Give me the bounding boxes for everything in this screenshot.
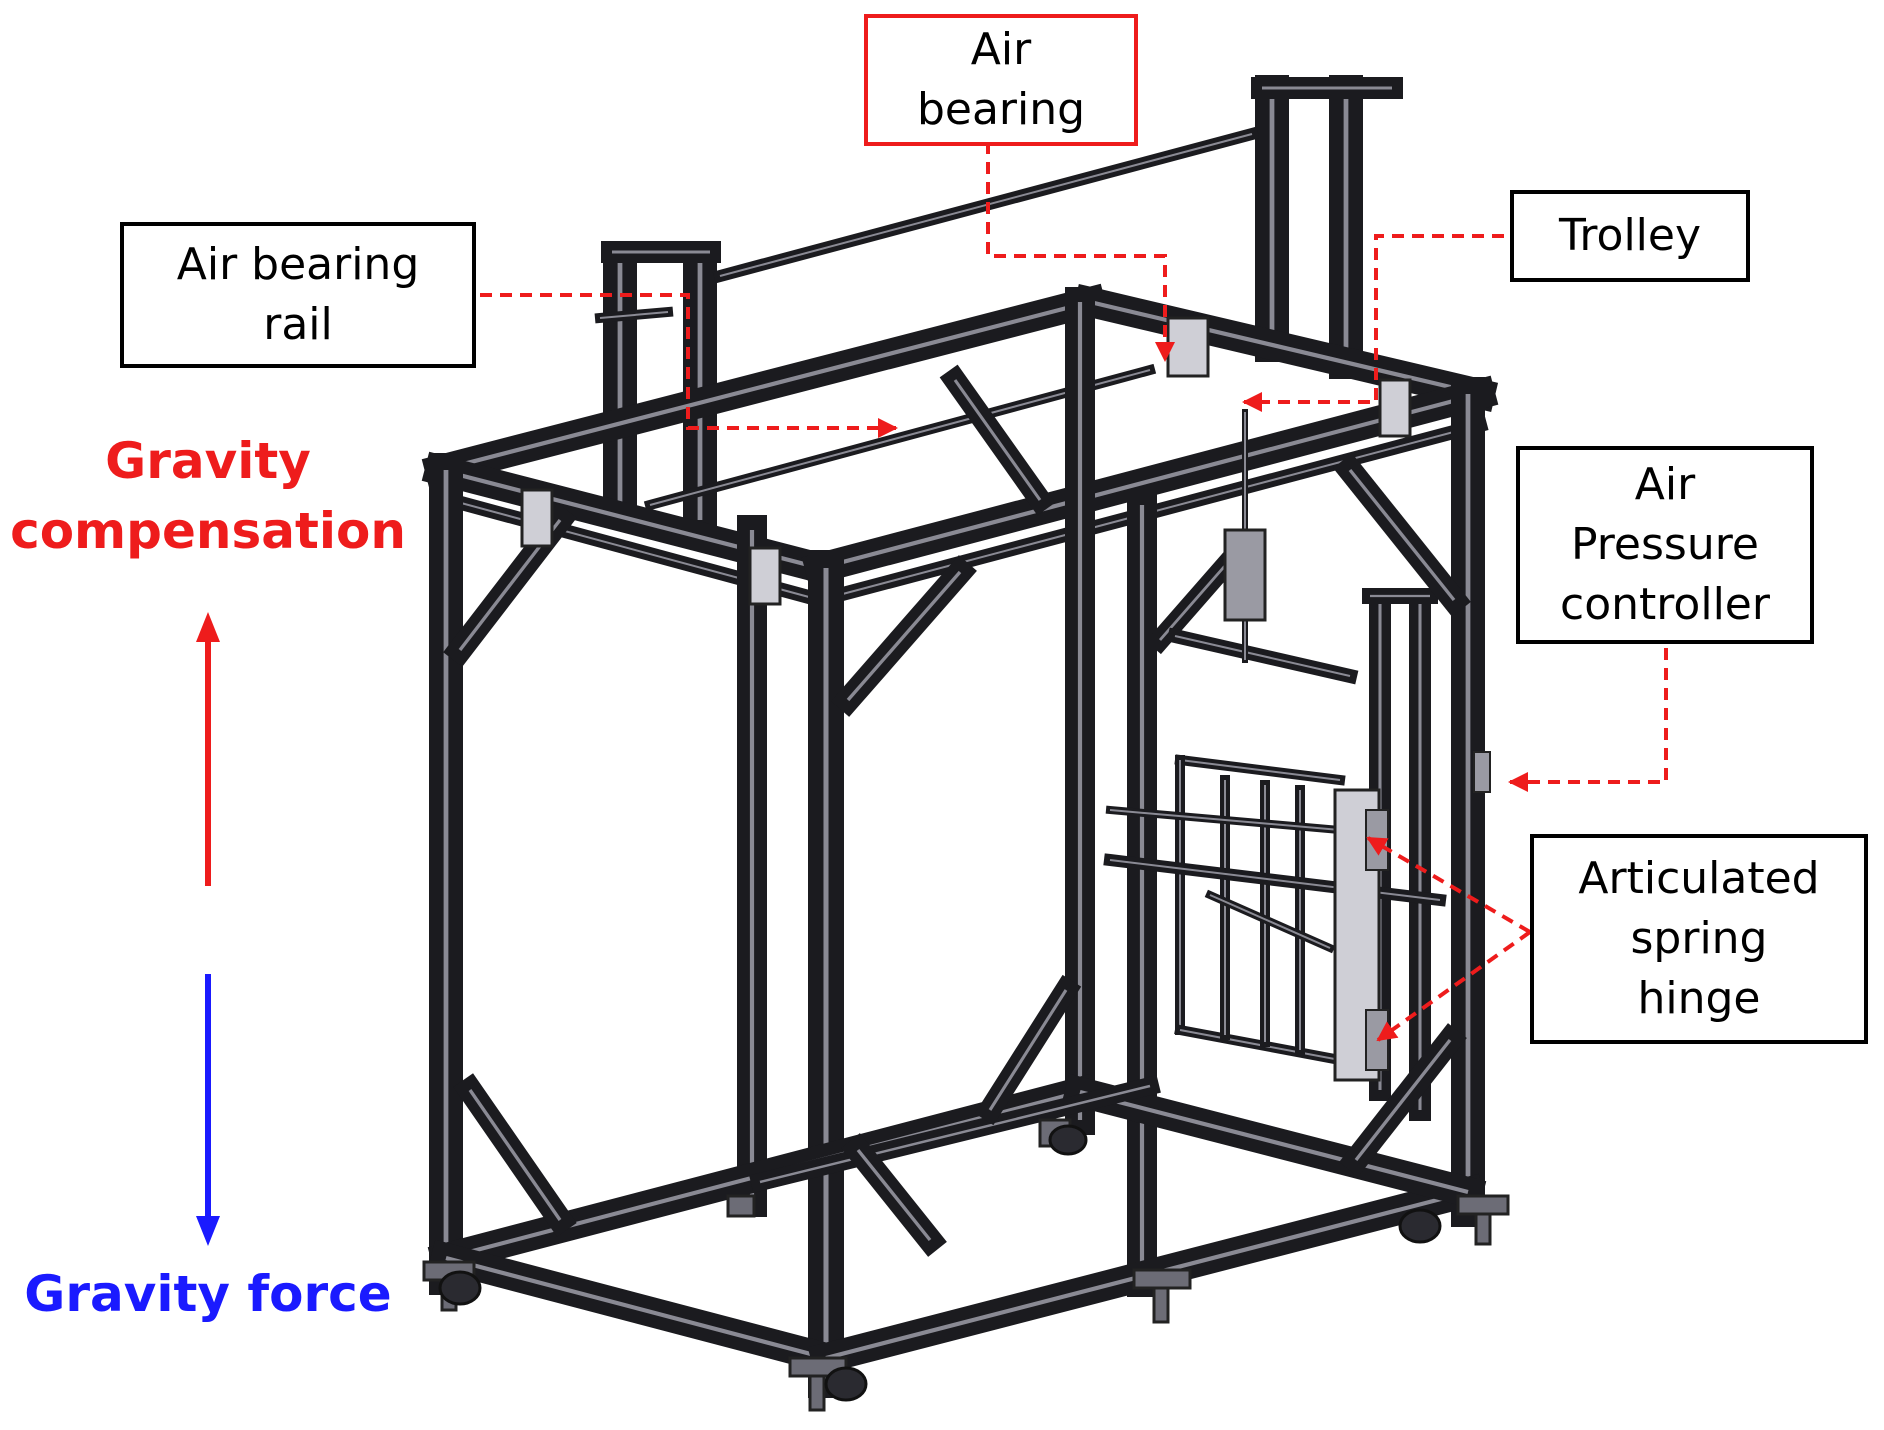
label-line: rail: [263, 299, 333, 350]
rail-stub-highlight: [599, 311, 669, 319]
bottom-frame-rail-right-highlight: [1079, 1089, 1469, 1195]
controller-valve: [1473, 751, 1491, 793]
trolley-callout: Trolley: [1510, 190, 1750, 282]
top-frame-rail-back-highlight: [439, 299, 1091, 473]
rail-bracket: [520, 488, 554, 548]
spring-hinge-bracket: [1365, 1009, 1389, 1071]
articulated-spring-hinge-leader-upper: [1366, 836, 1532, 934]
top-frame-rail-front-highlight: [819, 391, 1481, 571]
bottom-frame-rail-left-highlight: [445, 1255, 827, 1361]
gravity-compensation-label: Gravity compensation: [6, 426, 410, 566]
gravity-compensation-arrowhead: [196, 612, 220, 642]
label-line: Pressure: [1571, 519, 1759, 570]
spring-link-highlight: [1209, 894, 1331, 949]
gravity-force-arrowhead: [196, 1216, 220, 1246]
diagonal-brace-highlight: [856, 1148, 932, 1242]
air-bearing-block: [1166, 316, 1210, 378]
diagonal-brace-highlight: [1354, 1038, 1452, 1162]
trolley-leader: [1242, 234, 1504, 412]
force-arrows: [196, 612, 220, 1246]
label-line: bearing: [916, 84, 1086, 135]
label-line: Air: [1634, 459, 1696, 510]
air-bearing-leader: [986, 142, 1175, 362]
frame-details: [422, 316, 1510, 1412]
diagonal-brace-highlight: [953, 379, 1042, 501]
bottom-mid-rail-highlight: [759, 1084, 1151, 1184]
diagonal-brace-highlight: [1158, 559, 1232, 641]
label-line: Air: [970, 24, 1032, 75]
aluminum-frame-beams: [421, 75, 1499, 1398]
air-bearing-callout: Air bearing: [864, 14, 1138, 146]
spring-link-highlight: [1109, 809, 1341, 831]
leader-lines: [480, 142, 1668, 1042]
label-line: hinge: [1637, 973, 1761, 1024]
air-bearing-rail-callout: Air bearing rail: [120, 222, 476, 368]
caster-wheels: [438, 1124, 1442, 1402]
spring-link-highlight: [1109, 859, 1441, 901]
top-frame-rail-right-highlight: [1089, 299, 1481, 397]
hinge-frame-top-highlight: [1179, 759, 1341, 781]
label-line: controller: [1560, 579, 1770, 630]
articulated-spring-hinge-callout: Articulated spring hinge: [1530, 834, 1868, 1044]
label-line: compensation: [10, 502, 406, 560]
diagonal-brace-highlight: [468, 1089, 562, 1221]
label-line: spring: [1630, 913, 1768, 964]
label-line: Air bearing: [176, 239, 420, 290]
gravity-force-label: Gravity force: [24, 1265, 392, 1323]
air-bearing-rail-leader: [480, 293, 898, 438]
articulated-spring-hinge-leader-lower: [1376, 930, 1532, 1042]
hinge-arm-top-highlight: [1174, 635, 1351, 677]
rail-bracket: [1378, 378, 1412, 438]
diagonal-brace-highlight: [1348, 468, 1456, 602]
label-line: Gravity: [105, 432, 311, 490]
air-pressure-controller-leader: [1508, 648, 1668, 792]
trolley-block: [1223, 528, 1267, 622]
diagonal-brace-highlight: [988, 989, 1068, 1111]
rail-bracket: [748, 546, 782, 606]
diagonal-brace-highlight: [846, 570, 962, 702]
label-line: Trolley: [1558, 210, 1701, 261]
label-line: Articulated: [1578, 853, 1820, 904]
